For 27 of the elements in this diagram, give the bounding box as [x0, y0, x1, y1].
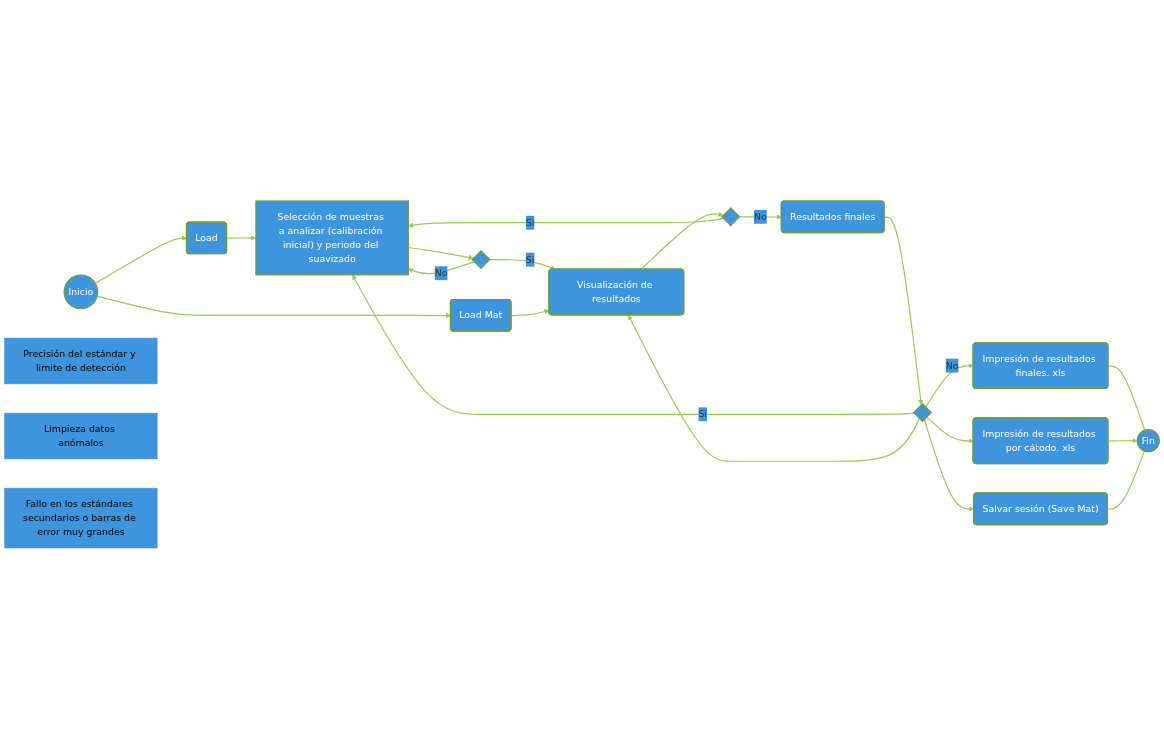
- edge-label: No: [434, 267, 448, 279]
- arrow: [488, 259, 556, 271]
- node-circle: Inicio: [63, 274, 99, 310]
- connector: [1107, 450, 1145, 510]
- arrow: [925, 363, 974, 408]
- node-box: Fallo en los estándares secundarios o barras de error muy grandes: [4, 487, 158, 549]
- arrow: [94, 235, 187, 284]
- arrow: [628, 314, 920, 462]
- edge-label: No: [753, 210, 767, 223]
- connector: [1107, 365, 1146, 431]
- edge-label: Si: [698, 408, 707, 420]
- node-box: Limpieza datos anómalos: [4, 412, 158, 460]
- node-diamond: [721, 207, 741, 227]
- edge-label: Si: [525, 216, 535, 228]
- arrow: [1107, 438, 1138, 444]
- node-diamond: [471, 250, 491, 270]
- arrow: [640, 211, 724, 270]
- arrow: [96, 295, 451, 319]
- arrow: [926, 416, 974, 444]
- node-box: Precisión del estándar y limite de detección: [4, 337, 158, 385]
- arrow: [408, 217, 724, 228]
- arrow: [352, 274, 915, 415]
- edge-label: Si: [525, 253, 535, 265]
- node-box: Selección de muestras a analizar (calibración inicial) y periodo del suavizado: [255, 200, 409, 276]
- edge-label: No: [945, 359, 959, 371]
- node-circle: Fin: [1136, 429, 1160, 453]
- node-diamond: [912, 402, 933, 423]
